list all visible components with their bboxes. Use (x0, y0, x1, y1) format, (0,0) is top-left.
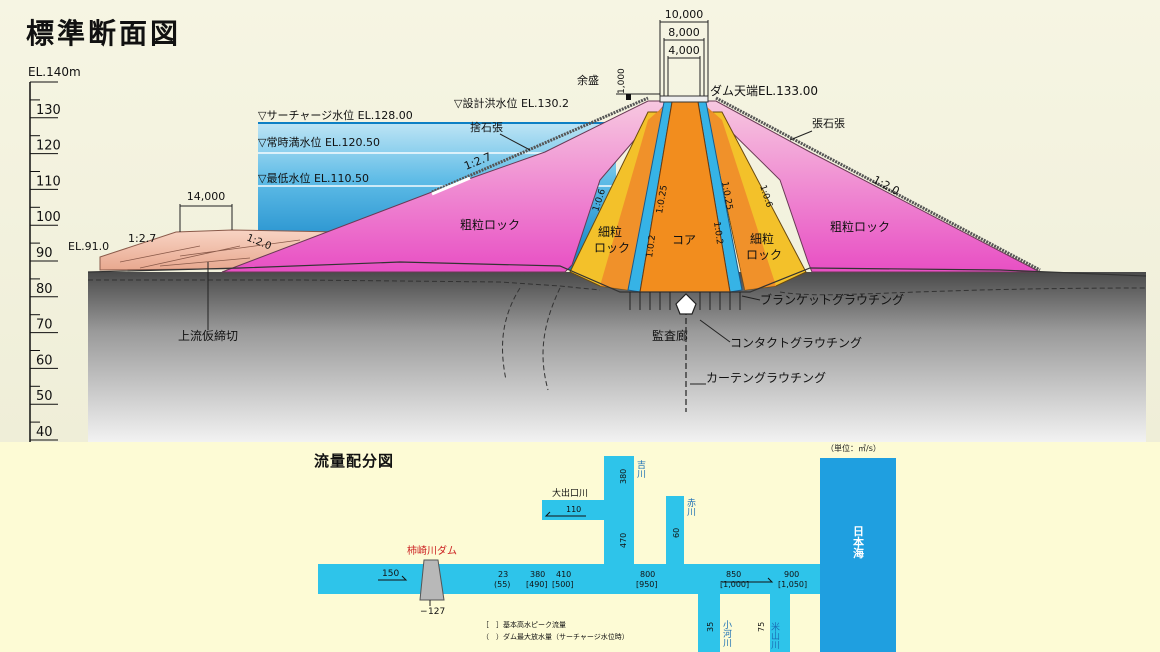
cross-section-diagram: EL.140m 130 120 110 100 90 80 70 60 50 40 (28, 8, 1147, 442)
design-flood-level-label: ▽設計洪水位 EL.130.2 (454, 96, 569, 110)
elevation-top-label: EL.140m (28, 65, 81, 79)
dam-release-minus-sign: − (420, 607, 428, 617)
elevation-tick-label: 100 (36, 210, 61, 225)
odeguchi-river (542, 500, 604, 520)
section-title: 標準断面図 (26, 17, 182, 50)
unit-label: （単位：㎥/s） (826, 444, 881, 453)
slope-02-left: 1:0.2 (645, 234, 658, 258)
odeguchi-label: 大出口川 (552, 487, 588, 499)
yoshikawa-value: 380 (619, 469, 628, 484)
q3-top: 410 (556, 570, 571, 579)
fine-rock-upstream-label-2: ロック (594, 241, 630, 255)
sea-japan (820, 458, 896, 652)
coarse-rock-downstream (698, 100, 1041, 273)
akakawa-value: 60 (672, 528, 681, 538)
yoneyama-value: 75 (757, 622, 766, 632)
elevation-tick-label: 90 (36, 246, 53, 261)
crest-width-dimensions (659, 20, 709, 96)
q3-bot: [500] (552, 580, 574, 589)
dam-label: 柿崎川ダム (407, 544, 457, 557)
cofferdam-elevation-label: EL.91.0 (68, 240, 109, 253)
legend-basic-peak: ［ ］基本高水ピーク流量 (482, 620, 566, 629)
fine-rock-downstream-label-2: ロック (746, 248, 782, 262)
normal-water-level-label: ▽常時満水位 EL.120.50 (258, 135, 380, 149)
contact-grouting-label: コンタクトグラウチング (730, 336, 862, 350)
flow-distribution-diagram: 日本海 柿崎川ダム − 127 150 23 (55) 380 [490] 41… (318, 456, 896, 652)
crest-width-10000: 10,000 (665, 8, 704, 21)
elevation-tick-label: 60 (36, 353, 53, 368)
upstream-cofferdam-label: 上流仮締切 (178, 328, 238, 343)
kogawa-river (698, 594, 720, 652)
elevation-scale: EL.140m 130 120 110 100 90 80 70 60 50 40 (28, 65, 81, 442)
flow-arrows (378, 511, 774, 583)
crest-width-4000: 4,000 (668, 44, 700, 57)
fine-rock-downstream-label-1: 細粒 (750, 231, 774, 246)
q1-bot: (55) (494, 580, 510, 589)
yoshikawa-label: 吉川 (635, 460, 646, 478)
coarse-rock-upstream-label: 粗粒ロック (460, 217, 520, 232)
flow-distribution-panel: 流量配分図 （単位：㎥/s） 日本海 柿崎川ダム − 127 150 23 (5… (0, 442, 1160, 652)
freeboard-value: 1,000 (617, 68, 627, 94)
q5-top: 850 (726, 570, 741, 579)
foundation-rock (88, 272, 1146, 442)
q1-top: 23 (498, 570, 508, 579)
elevation-tick-label: 130 (36, 103, 61, 118)
inspection-gallery-label: 監査廊 (652, 328, 688, 343)
q4-bot: [950] (636, 580, 658, 589)
yoneyama-label: 米山川 (769, 621, 780, 649)
surcharge-level-label: ▽サーチャージ水位 EL.128.00 (258, 108, 413, 122)
legend-dam-release: （ ）ダム最大放水量（サーチャージ水位時） (482, 632, 629, 641)
q4-top: 800 (640, 570, 655, 579)
tributary-470-value: 470 (619, 533, 628, 548)
q2-bot: [490] (526, 580, 548, 589)
coarse-rock-downstream-label: 粗粒ロック (830, 219, 890, 234)
elevation-tick-label: 120 (36, 139, 61, 154)
downstream-riprap-label: 張石張 (812, 117, 845, 130)
slope-02-right: 1:0.2 (711, 221, 724, 245)
low-water-level-label: ▽最低水位 EL.110.50 (258, 171, 369, 185)
q2-top: 380 (530, 570, 545, 579)
elevation-tick-label: 70 (36, 318, 53, 333)
inspection-gallery (675, 293, 697, 315)
yoneyama-river (770, 594, 790, 652)
freeboard-label: 余盛 (577, 73, 599, 87)
cofferdam-width-label: 14,000 (187, 190, 226, 203)
elevation-tick-label: 80 (36, 282, 53, 297)
yoshikawa-river (604, 456, 634, 564)
elevation-tick-label: 110 (36, 174, 61, 189)
flow-title: 流量配分図 (314, 452, 395, 470)
odeguchi-value: 110 (566, 505, 581, 514)
akakawa-label: 赤川 (685, 498, 696, 516)
fine-rock-upstream-label-1: 細粒 (598, 224, 622, 239)
dam-crest (659, 95, 709, 103)
curtain-grouting-label: カーテングラウチング (706, 371, 826, 385)
dam-release-value: 127 (428, 607, 445, 617)
blanket-grouting-label: ブランケットグラウチング (760, 292, 904, 307)
sea-label: 日本海 (852, 525, 865, 559)
kakizaki-dam (419, 559, 445, 601)
q6-bot: [1,050] (778, 580, 807, 589)
crest-elevation-label: ダム天端EL.133.00 (710, 83, 818, 98)
crest-width-8000: 8,000 (668, 26, 700, 39)
core-label: コア (672, 233, 696, 247)
akakawa-river (666, 496, 684, 564)
q6-top: 900 (784, 570, 799, 579)
elevation-tick-label: 40 (36, 425, 53, 440)
cofferdam-slope-left: 1:2.7 (128, 232, 156, 245)
standard-cross-section-panel: 標準断面図 EL.140m (0, 0, 1160, 442)
main-river (318, 564, 820, 594)
upstream-riprap-label: 捨石張 (470, 120, 503, 134)
slope-025-right: 1:0.25 (719, 181, 734, 211)
q5-bot: [1,000] (720, 580, 749, 589)
elevation-tick-label: 50 (36, 389, 53, 404)
kogawa-value: 35 (706, 622, 715, 632)
inflow-value: 150 (382, 569, 399, 579)
kogawa-label: 小河川 (721, 620, 732, 647)
slope-025-left: 1:0.25 (655, 184, 670, 214)
